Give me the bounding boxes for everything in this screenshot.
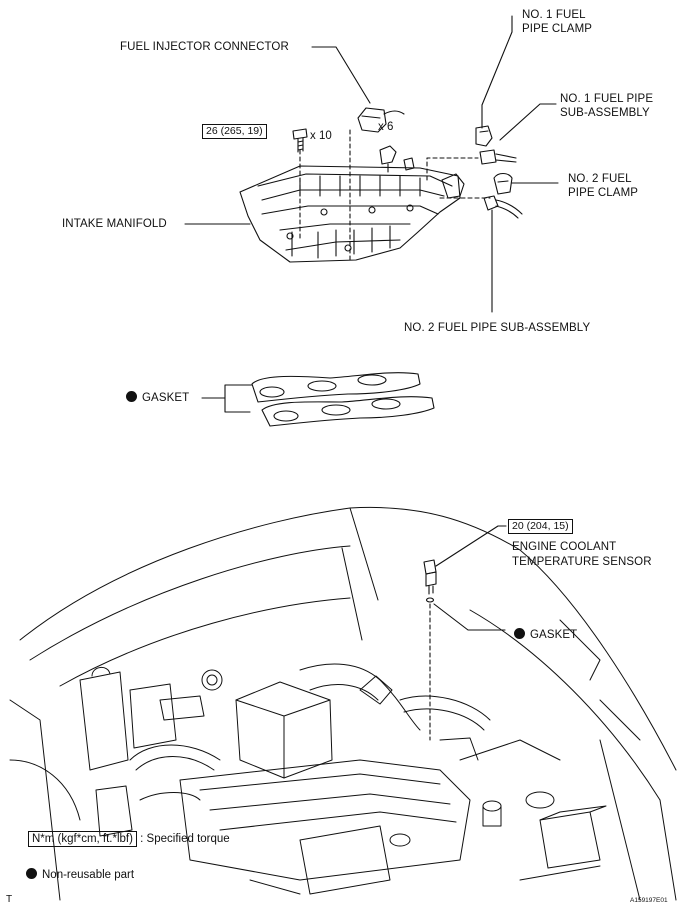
quantity-bolts: x 10 xyxy=(310,130,332,142)
torque-coolant-sensor: 20 (204, 15) xyxy=(508,519,573,534)
manifold-gasket-part xyxy=(251,372,435,427)
legend-torque-desc: : Specified torque xyxy=(140,833,230,845)
label-gasket-manifold: GASKET xyxy=(126,391,189,405)
legend-non-reusable-text: Non-reusable part xyxy=(42,869,135,881)
label-no1-fuel-pipe-sub-assembly-line1: NO. 1 FUEL PIPE xyxy=(560,93,654,105)
label-no1-fuel-pipe-sub-assembly-line2: SUB-ASSEMBLY xyxy=(560,107,650,119)
label-gasket-sensor: GASKET xyxy=(514,628,577,642)
fuel-injector-connector-part xyxy=(357,107,405,133)
label-fuel-injector-connector: FUEL INJECTOR CONNECTOR xyxy=(120,41,289,53)
manifold-bolt-part xyxy=(292,128,308,153)
coolant-sensor-part xyxy=(423,525,507,603)
non-reusable-dot-icon xyxy=(26,868,37,879)
label-no2-fuel-pipe-clamp-line2: PIPE CLAMP xyxy=(568,187,639,199)
footer-left-mark: T xyxy=(6,894,13,905)
non-reusable-dot-icon xyxy=(514,628,525,639)
no2-fuel-pipe-clamp-part xyxy=(493,172,513,195)
gasket-manifold-text: GASKET xyxy=(142,392,190,404)
label-engine-coolant-temp-sensor-line1: ENGINE COOLANT xyxy=(512,541,617,553)
non-reusable-dot-icon xyxy=(126,391,137,402)
label-no2-fuel-pipe-sub-assembly: NO. 2 FUEL PIPE SUB-ASSEMBLY xyxy=(404,322,591,334)
label-no1-fuel-pipe-clamp-line1: NO. 1 FUEL xyxy=(522,9,586,21)
torque-manifold-bolt: 26 (265, 19) xyxy=(202,124,267,139)
legend-torque-unit: N*m (kgf*cm, ft.*lbf) xyxy=(28,831,137,847)
legend-specified-torque: N*m (kgf*cm, ft.*lbf) : Specified torque xyxy=(28,831,230,847)
label-intake-manifold: INTAKE MANIFOLD xyxy=(62,218,167,230)
sensor-gasket-leader xyxy=(433,603,506,631)
no1-fuel-pipe-clamp-part xyxy=(475,125,493,147)
label-engine-coolant-temp-sensor-line2: TEMPERATURE SENSOR xyxy=(512,556,652,568)
label-no2-fuel-pipe-clamp-line1: NO. 2 FUEL xyxy=(568,173,632,185)
gasket-sensor-text: GASKET xyxy=(530,629,578,641)
no1-fuel-pipe-sub-assembly-part xyxy=(479,149,517,165)
label-no1-fuel-pipe-clamp-line2: PIPE CLAMP xyxy=(522,23,593,35)
figure-code: A159197E01 xyxy=(630,897,668,904)
leader-lines-top xyxy=(184,15,559,413)
engine-bay-illustration xyxy=(9,506,677,901)
quantity-injector-connectors: x 6 xyxy=(378,121,394,133)
legend-non-reusable: Non-reusable part xyxy=(26,868,134,882)
no2-fuel-pipe-sub-assembly-part xyxy=(483,195,523,219)
intake-manifold-part xyxy=(239,145,465,263)
